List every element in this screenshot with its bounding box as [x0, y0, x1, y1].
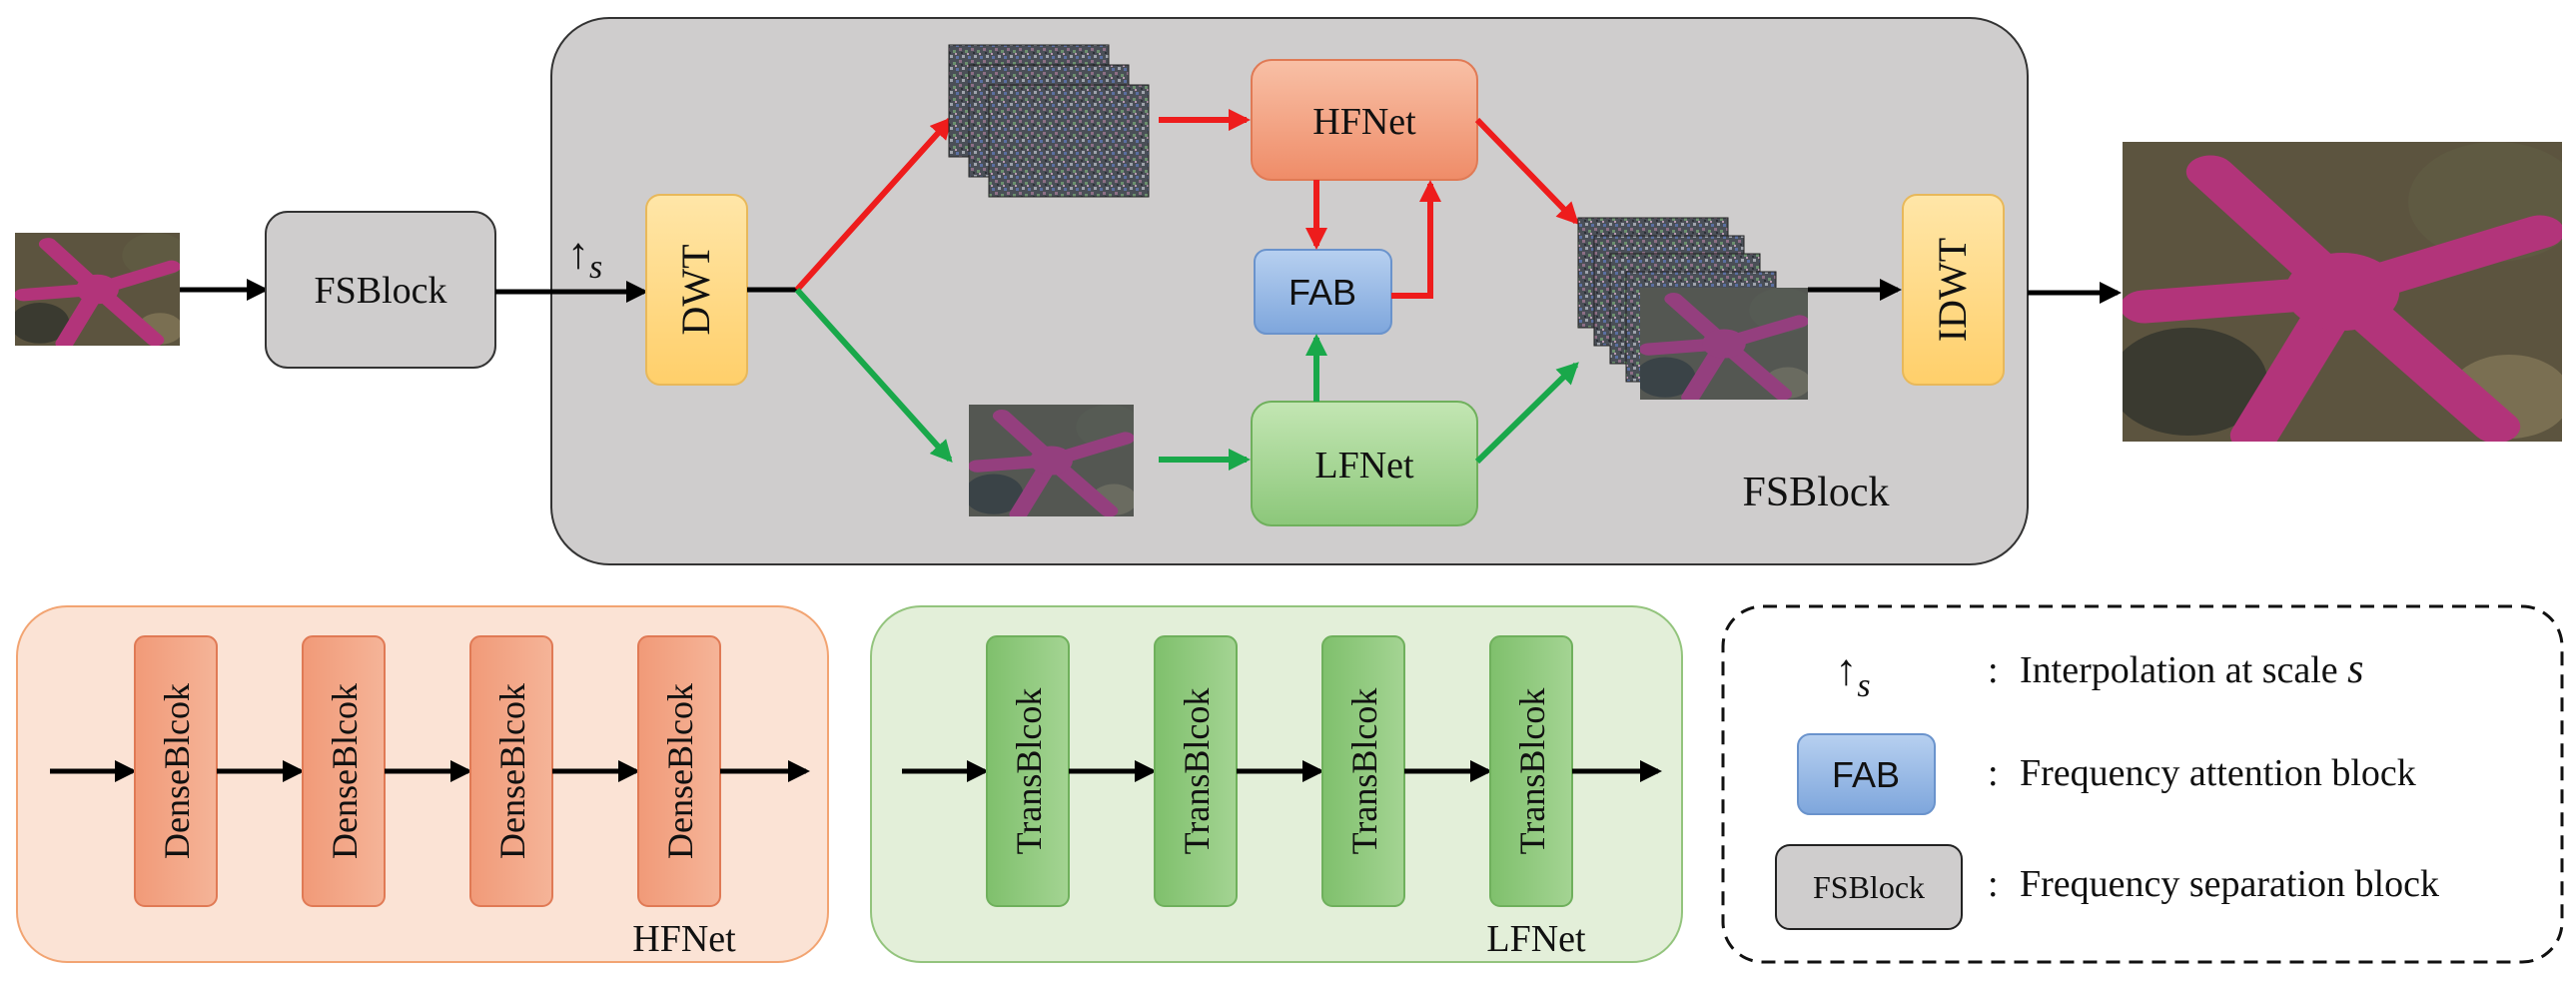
dense-block: DenseBlcok — [134, 635, 218, 907]
input-image — [10, 233, 188, 346]
high-frequency-subbands — [948, 44, 1150, 198]
dense-block-label: DenseBlcok — [157, 683, 197, 859]
lfnet-detail-panel: LFNet — [870, 605, 1683, 963]
legend-fab-swatch — [1797, 733, 1936, 815]
legend-fsblock-symbol: FSBlock — [1813, 869, 1925, 905]
legend-fsblock-swatch — [1775, 844, 1963, 930]
arrow-fab-to-hfnet — [1391, 180, 1441, 299]
trans-block: TransBlcok — [1321, 635, 1405, 907]
dense-block-label: DenseBlcok — [492, 683, 532, 859]
hfnet-label: HFNet — [1312, 101, 1416, 143]
output-subbands — [1577, 217, 1808, 400]
hfnet-dense-blocks: DenseBlcok DenseBlcok DenseBlcok DenseBlcok — [50, 635, 810, 907]
arrow-hfnet-to-output-subbands — [1474, 117, 1579, 225]
trans-block: TransBlcok — [1489, 635, 1573, 907]
fsblock-left-label: FSBlock — [314, 270, 446, 312]
hfnet-block: HFNet — [1251, 59, 1478, 181]
legend-separator-3: : — [1988, 863, 1999, 905]
idwt-label: IDWT — [1930, 238, 1975, 342]
dwt-block: DWT — [645, 194, 748, 386]
fab-block: FAB — [1254, 249, 1392, 335]
trans-block-label: TransBlcok — [1177, 688, 1217, 855]
fsblock-container-label: FSBlock — [1742, 470, 1889, 515]
lfnet-trans-blocks: TransBlcok TransBlcok TransBlcok TransBlcok — [902, 635, 1662, 907]
legend: ↑s : Interpolation at scale s FAB : Freq… — [1721, 604, 2564, 964]
legend-fab-symbol: FAB — [1832, 754, 1900, 795]
hfnet-detail-panel: HFNet — [16, 605, 829, 963]
dense-block: DenseBlcok — [302, 635, 386, 907]
fsblock-left: FSBlock — [265, 211, 496, 369]
trans-block: TransBlcok — [986, 635, 1070, 907]
idwt-block: IDWT — [1902, 194, 2005, 386]
trans-block-label: TransBlcok — [1512, 688, 1552, 855]
low-frequency-subband — [969, 405, 1134, 516]
arrow-dwt-to-high-freq — [794, 117, 953, 293]
arrow-dwt-to-low-freq — [794, 287, 953, 463]
trans-block-label: TransBlcok — [1009, 688, 1049, 855]
lfnet-block: LFNet — [1251, 401, 1478, 526]
dense-block-label: DenseBlcok — [325, 683, 365, 859]
hfnet-caption: HFNet — [632, 918, 736, 960]
lfnet-label: LFNet — [1314, 445, 1414, 487]
dense-block: DenseBlcok — [469, 635, 553, 907]
legend-separator-1: : — [1988, 649, 1999, 691]
arrow-lfnet-to-output-subbands — [1474, 362, 1579, 465]
dense-block: DenseBlcok — [637, 635, 721, 907]
trans-block: TransBlcok — [1154, 635, 1238, 907]
trans-block-label: TransBlcok — [1344, 688, 1384, 855]
upsample-symbol: ↑s — [567, 229, 602, 286]
output-image — [2110, 142, 2576, 442]
legend-separator-2: : — [1988, 752, 1999, 794]
legend-fab-desc: Frequency attention block — [2020, 752, 2416, 794]
dwt-label: DWT — [673, 244, 718, 335]
legend-upsample-symbol: ↑s — [1835, 645, 1870, 704]
dense-block-label: DenseBlcok — [660, 683, 700, 859]
lfnet-caption: LFNet — [1486, 918, 1586, 960]
fab-label: FAB — [1288, 272, 1356, 313]
legend-upsample-desc: Interpolation at scale s — [2020, 646, 2364, 692]
legend-fsblock-desc: Frequency separation block — [2020, 863, 2439, 905]
